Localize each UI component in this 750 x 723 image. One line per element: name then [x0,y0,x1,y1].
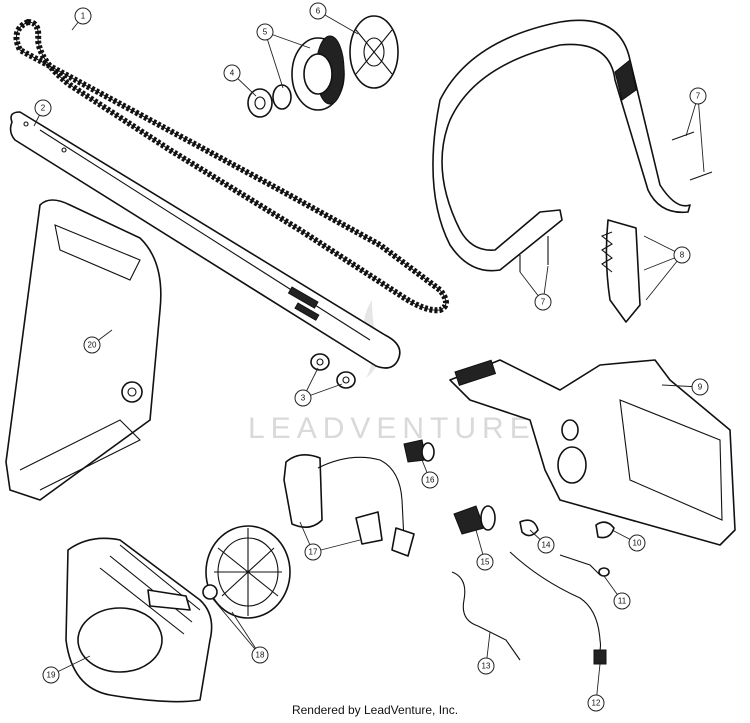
callout-16: 16 [421,471,439,489]
fuel-oil-caps [403,439,496,535]
callout-10: 10 [628,534,646,552]
callout-label: 1 [81,12,86,21]
callout-label: 19 [47,671,56,680]
callout-15: 15 [476,553,494,571]
clutch-assembly [247,15,399,118]
callout-17: 17 [304,543,322,561]
callout-label: 5 [263,28,268,37]
callout-label: 10 [633,539,642,548]
callout-3: 3 [294,389,312,407]
watermark-text: LEADVENTURE [248,412,536,445]
callout-11: 11 [613,592,631,610]
callout-2: 2 [34,99,52,117]
side-cover [5,199,162,501]
callout-label: 7 [541,298,546,307]
callout-5: 5 [256,23,274,41]
guide-bar [9,111,401,369]
footer-credit: Rendered by LeadVenture, Inc. [291,703,459,717]
callout-label: 2 [41,104,46,113]
ignition-coil [283,454,415,557]
callout-20: 20 [83,336,101,354]
callout-label: 15 [481,558,490,567]
callout-8: 8 [673,246,691,264]
callout-18: 18 [251,646,269,664]
small-parts [451,519,615,665]
callout-1: 1 [74,7,92,25]
callout-label: 14 [542,541,551,550]
callout-label: 8 [680,251,685,260]
bar-nuts [310,353,356,389]
bumper-spike [600,219,641,323]
callout-12: 12 [587,694,605,712]
callout-label: 4 [230,69,235,78]
callout-13: 13 [477,657,495,675]
callout-19: 19 [42,666,60,684]
callout-6: 6 [309,2,327,20]
front-handle [432,19,713,272]
engine-housing [449,359,736,546]
callout-14: 14 [537,536,555,554]
starter-cover [65,537,213,703]
callout-label: 9 [698,383,703,392]
callout-label: 12 [592,699,601,708]
callout-label: 13 [482,662,491,671]
callout-label: 3 [301,394,306,403]
callout-label: 17 [309,548,318,557]
callout-label: 20 [88,341,97,350]
saw-chain [13,18,449,314]
callout-9: 9 [691,378,709,396]
callout-7-lower: 7 [534,293,552,311]
callout-label: 6 [316,7,321,16]
callout-label: 16 [426,476,435,485]
callout-7-upper: 7 [689,87,707,105]
flywheel [202,525,291,619]
callout-4: 4 [223,64,241,82]
callout-label: 7 [696,92,701,101]
callout-label: 11 [618,597,627,606]
callout-label: 18 [256,651,265,660]
